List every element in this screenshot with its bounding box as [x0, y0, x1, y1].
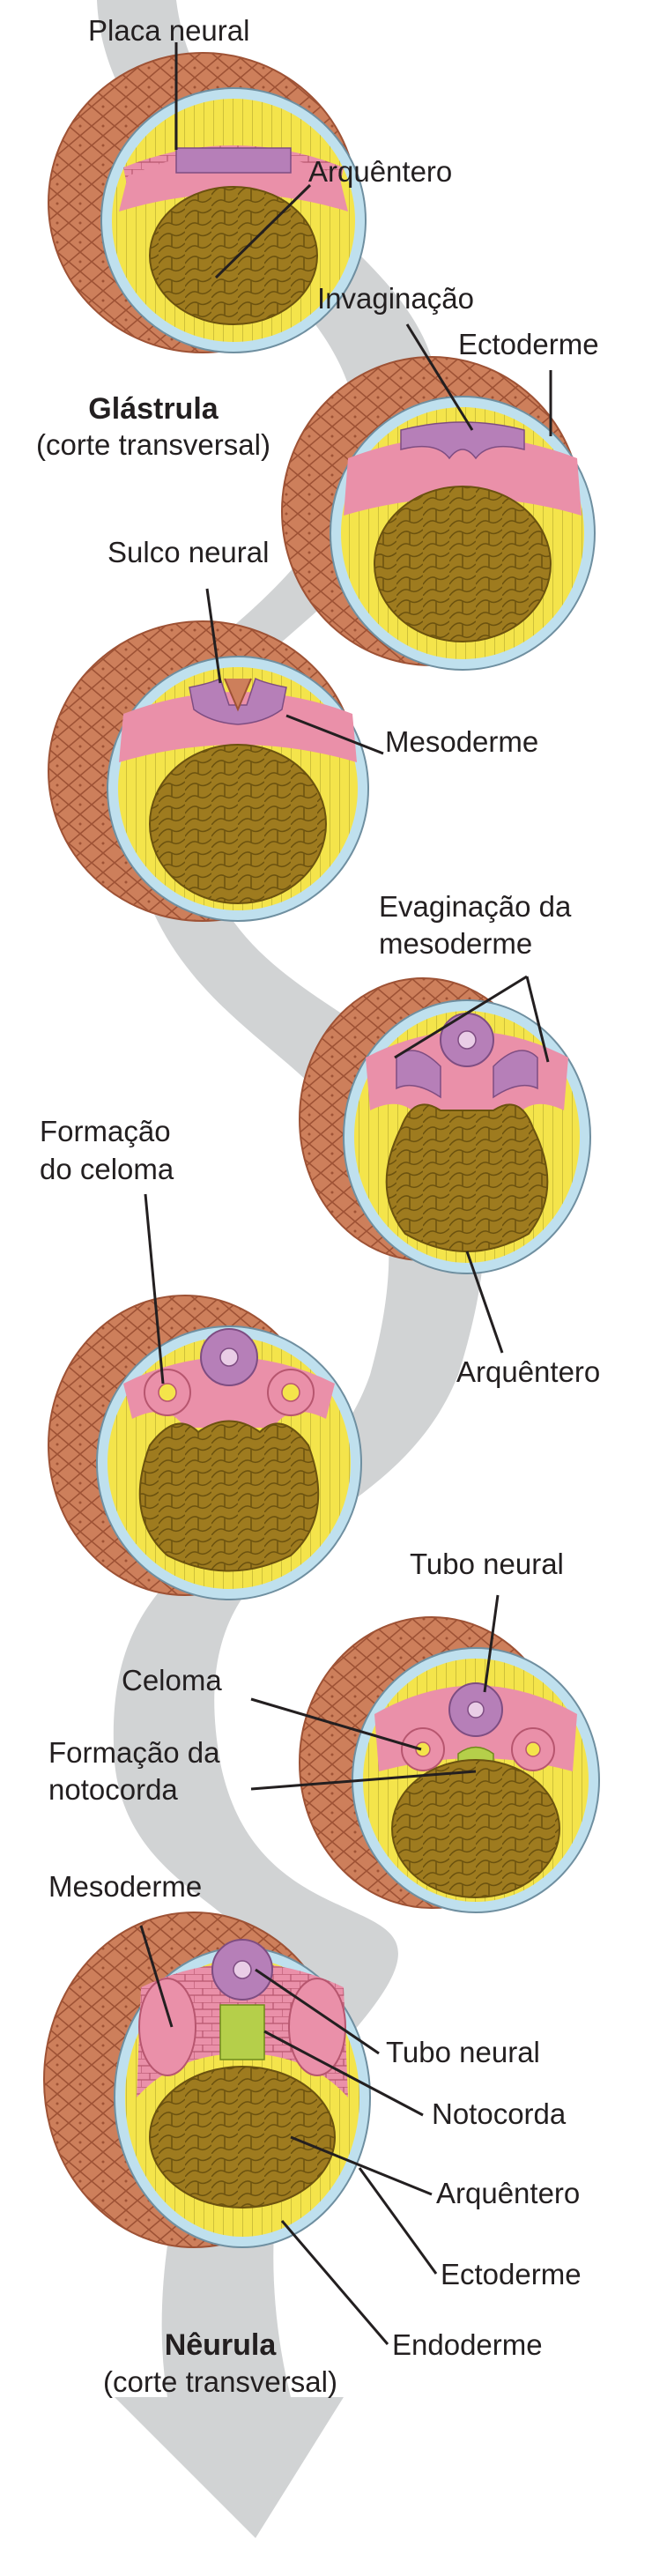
label-glastrula-sub: (corte transversal): [36, 428, 270, 461]
label-neurula-sub: (corte transversal): [103, 2365, 337, 2398]
label-mesoderme-2: Mesoderme: [48, 1870, 202, 1903]
label-ectoderme-2: Ectoderme: [441, 2258, 582, 2290]
label-tubo-neural-2: Tubo neural: [386, 2036, 540, 2068]
label-notocorda: Notocorda: [432, 2097, 567, 2130]
label-placa-neural: Placa neural: [88, 14, 249, 47]
label-evaginacao-1: Evaginação da: [379, 890, 572, 923]
label-neurula-title: Nêurula: [165, 2328, 278, 2362]
label-formacao-celoma-2: do celoma: [40, 1153, 174, 1185]
label-tubo-neural-1: Tubo neural: [410, 1548, 564, 1580]
label-endoderme: Endoderme: [392, 2328, 543, 2361]
embryo-neurula: [43, 1912, 371, 2248]
embryo-formacao-notocorda: [299, 1616, 600, 1913]
leader-lines: [139, 42, 552, 2345]
label-glastrula-title: Glástrula: [88, 392, 219, 426]
embryo-evaginacao: [299, 977, 591, 1274]
label-arquentero-3: Arquêntero: [436, 2177, 580, 2209]
embryo-formacao-celoma: [48, 1295, 362, 1600]
label-evaginacao-2: mesoderme: [379, 927, 532, 960]
label-formacao-notocorda-1: Formação da: [48, 1736, 220, 1769]
embryo-gastrula: [48, 52, 367, 353]
label-arquentero-2: Arquêntero: [456, 1355, 600, 1388]
embryo-sulco-neural: [48, 620, 369, 922]
label-arquentero-1: Arquêntero: [308, 155, 452, 188]
embryo-invaginacao: [281, 356, 596, 671]
label-invaginacao: Invaginação: [317, 282, 474, 315]
labels: Placa neural Arquêntero Glástrula (corte…: [36, 14, 600, 2398]
label-celoma: Celoma: [122, 1664, 222, 1696]
label-formacao-notocorda-2: notocorda: [48, 1773, 178, 1806]
label-mesoderme-1: Mesoderme: [385, 725, 538, 758]
label-formacao-celoma-1: Formação: [40, 1115, 171, 1147]
label-ectoderme-1: Ectoderme: [458, 328, 599, 360]
label-sulco-neural: Sulco neural: [107, 536, 269, 568]
